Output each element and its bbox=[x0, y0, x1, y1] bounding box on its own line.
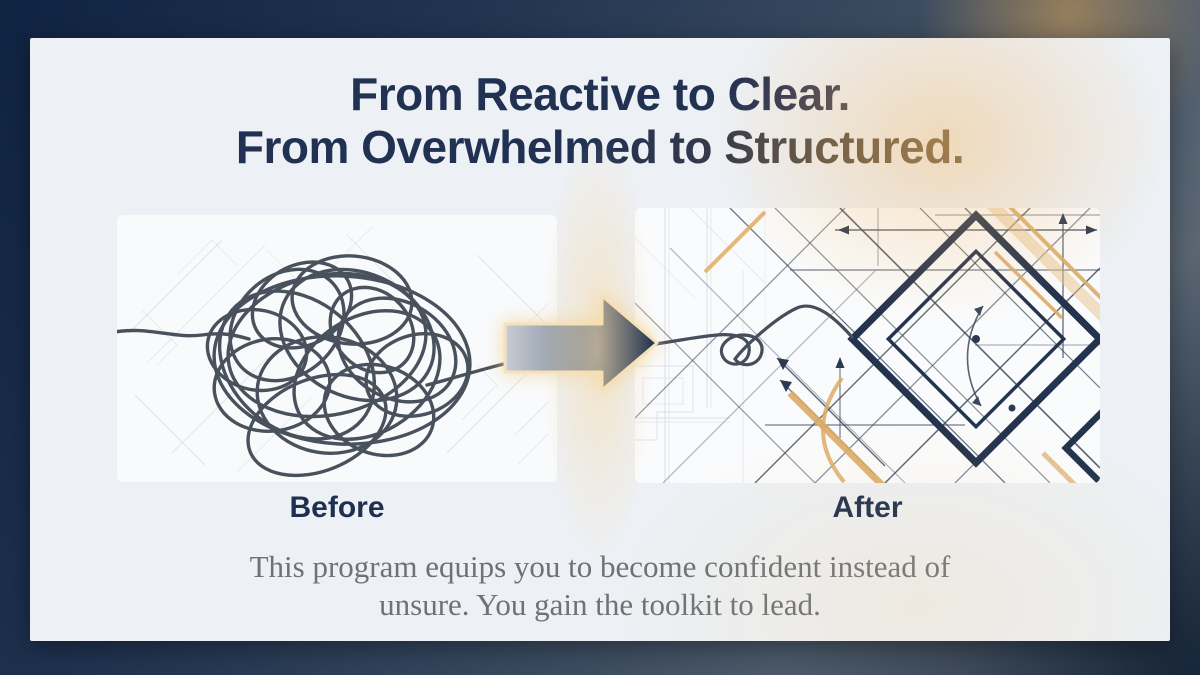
headline: From Reactive to Clear. From Overwhelmed… bbox=[30, 68, 1170, 174]
caption: This program equips you to become confid… bbox=[30, 548, 1170, 624]
before-label: Before bbox=[289, 491, 385, 524]
structured-blueprint-graphic bbox=[635, 208, 1100, 483]
caption-line1: This program equips you to become confid… bbox=[249, 549, 951, 584]
headline-line2: From Overwhelmed to Structured. bbox=[235, 121, 965, 173]
caption-line2: unsure. You gain the toolkit to lead. bbox=[379, 587, 821, 622]
slide-card: From Reactive to Clear. From Overwhelmed… bbox=[30, 38, 1170, 641]
before-panel bbox=[117, 215, 557, 482]
tangled-scribble-graphic bbox=[117, 226, 557, 478]
arrow-right-icon bbox=[503, 294, 659, 392]
thread-line bbox=[647, 304, 854, 367]
headline-line1: From Reactive to Clear. bbox=[350, 68, 850, 120]
after-panel bbox=[635, 208, 1100, 483]
after-label: After bbox=[832, 491, 903, 524]
